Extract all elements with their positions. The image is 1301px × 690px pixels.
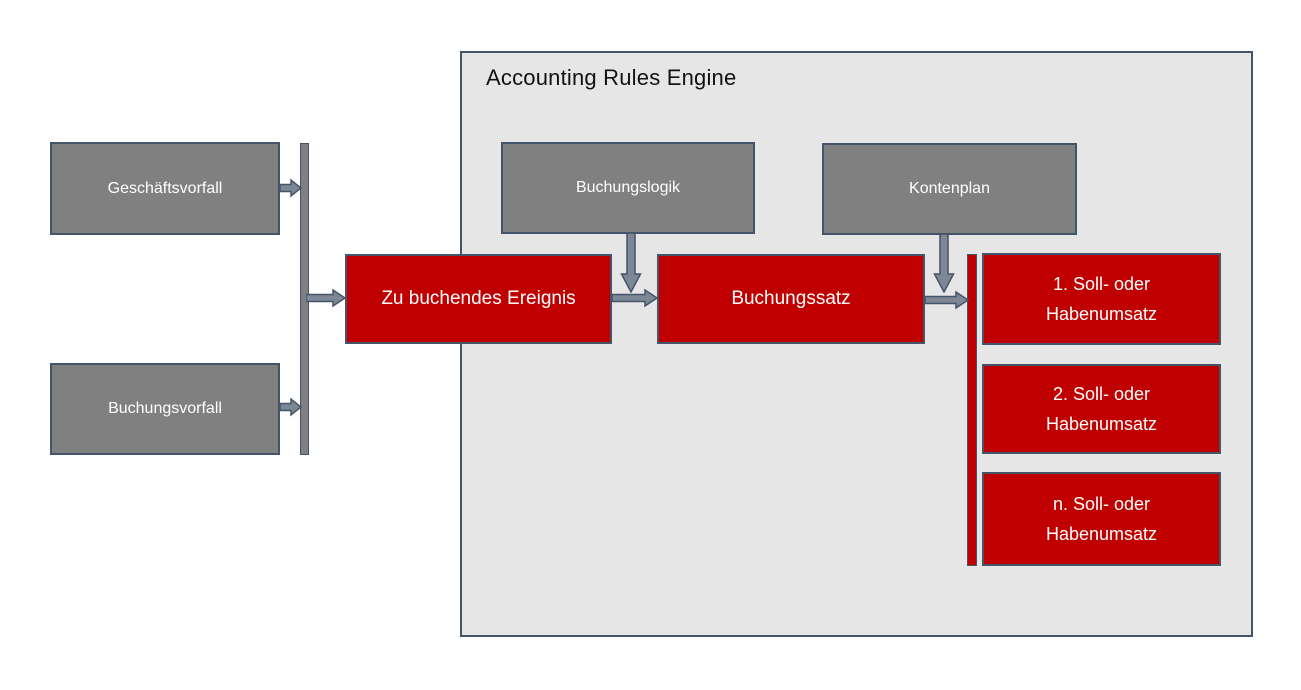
arrow-buchungsvorfall-to-bar-icon: [280, 397, 302, 417]
node-label: 1. Soll- oder Habenumsatz: [1045, 274, 1158, 324]
arrow-buchungssatz-to-bar-icon: [925, 290, 969, 310]
arrow-geschaeftsvorfall-to-bar-icon: [280, 178, 302, 198]
node-label: Buchungslogik: [575, 179, 681, 196]
node-umsatz-n: n. Soll- oder Habenumsatz: [982, 472, 1221, 566]
node-umsatz-2: 2. Soll- oder Habenumsatz: [982, 364, 1221, 454]
node-umsatz-1: 1. Soll- oder Habenumsatz: [982, 253, 1221, 345]
node-buchungssatz: Buchungssatz: [657, 254, 925, 344]
node-label: Buchungssatz: [731, 288, 851, 309]
arrow-buchungslogik-down-icon: [620, 233, 642, 293]
node-kontenplan: Kontenplan: [822, 143, 1077, 235]
node-buchungslogik: Buchungslogik: [501, 142, 755, 234]
node-label: Kontenplan: [909, 180, 990, 197]
arrow-kontenplan-down-icon: [933, 234, 955, 293]
node-label: n. Soll- oder Habenumsatz: [1045, 494, 1158, 544]
arrow-bar-to-zu-buchendes-ereignis-icon: [306, 288, 346, 308]
node-label: Geschäftsvorfall: [107, 179, 223, 197]
node-zu-buchendes-ereignis: Zu buchendes Ereignis: [345, 254, 612, 344]
node-label: Buchungsvorfall: [108, 400, 222, 417]
panel-title: Accounting Rules Engine: [486, 65, 737, 90]
node-label: 2. Soll- oder Habenumsatz: [1045, 384, 1158, 434]
node-label: Zu buchendes Ereignis: [381, 288, 576, 309]
arrow-ereignis-to-buchungssatz-icon: [612, 288, 658, 308]
output-collector-bar: [967, 254, 977, 566]
node-geschaeftsvorfall: Geschäftsvorfall: [50, 142, 280, 235]
node-buchungsvorfall: Buchungsvorfall: [50, 363, 280, 455]
